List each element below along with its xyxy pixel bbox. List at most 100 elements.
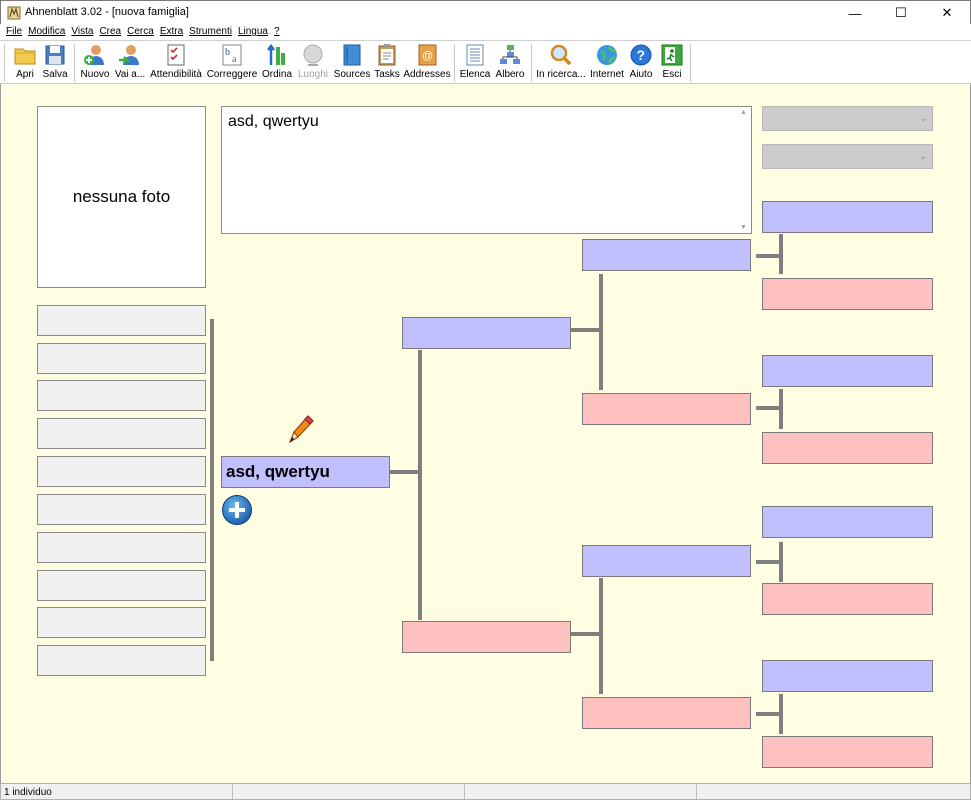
menu-modifica[interactable]: Modifica — [28, 26, 66, 37]
places-button[interactable]: Luoghi — [297, 42, 329, 84]
child-slot[interactable] — [37, 494, 206, 525]
mother-box[interactable] — [402, 621, 571, 653]
great-grandmother-box[interactable] — [762, 432, 933, 464]
svg-text:a: a — [232, 54, 237, 65]
internet-globe-icon — [597, 45, 617, 65]
scroll-up-icon[interactable]: ▲ — [740, 109, 747, 116]
great-grandmother-box[interactable] — [762, 583, 933, 615]
tasks-label: Tasks — [374, 69, 400, 80]
menu-strumenti[interactable]: Strumenti — [189, 26, 232, 37]
new-label: Nuovo — [80, 69, 110, 80]
connector-line — [599, 274, 603, 390]
add-person-icon — [84, 45, 104, 65]
status-divider — [232, 784, 233, 799]
open-button[interactable]: Apri — [12, 42, 38, 84]
person-box-main[interactable]: asd, qwertyu — [221, 456, 390, 488]
save-button[interactable]: Salva — [42, 42, 68, 84]
notes-text: asd, qwertyu — [228, 113, 319, 130]
connector-line — [779, 389, 783, 429]
toolbar-separator — [690, 44, 691, 82]
add-person-icon[interactable] — [221, 494, 253, 526]
tasks-button[interactable]: Tasks — [374, 42, 400, 84]
exit-label: Esci — [662, 69, 682, 80]
child-slot[interactable] — [37, 607, 206, 638]
checklist-icon — [167, 44, 185, 66]
menu-crea[interactable]: Crea — [99, 26, 122, 37]
notes-field[interactable]: asd, qwertyu ▲ ▼ — [221, 106, 752, 234]
toolbar-separator — [454, 44, 455, 82]
exit-button[interactable]: Esci — [659, 42, 685, 84]
paternal-grandmother-box[interactable] — [582, 393, 751, 425]
connector-line — [599, 578, 603, 694]
menu-vista[interactable]: Vista — [71, 26, 94, 37]
list-label: Elenca — [459, 69, 491, 80]
great-grandfather-box[interactable] — [762, 506, 933, 538]
child-slot[interactable] — [37, 343, 206, 374]
maternal-grandfather-box[interactable] — [582, 545, 751, 577]
reliability-button[interactable]: Attendibilità — [150, 42, 202, 84]
child-slot[interactable] — [37, 532, 206, 563]
goto-button[interactable]: Vai a... — [115, 42, 145, 84]
menu-lingua[interactable]: Lingua — [237, 26, 268, 37]
connector-line — [390, 470, 418, 474]
scroll-down-icon[interactable]: ▼ — [740, 224, 747, 231]
great-grandfather-box[interactable] — [762, 201, 933, 233]
tree-label: Albero — [495, 69, 525, 80]
sources-button[interactable]: Sources — [333, 42, 371, 84]
status-divider — [464, 784, 465, 799]
connector-line — [756, 712, 780, 716]
connector-line — [756, 406, 780, 410]
minimize-button[interactable]: — — [848, 5, 862, 21]
father-box[interactable] — [402, 317, 571, 349]
child-slot[interactable] — [37, 380, 206, 411]
magnifier-icon — [550, 44, 572, 66]
great-grandfather-box[interactable] — [762, 355, 933, 387]
list-button[interactable]: Elenca — [460, 42, 490, 84]
great-grandmother-box[interactable] — [762, 278, 933, 310]
help-icon: ? — [630, 44, 652, 66]
close-button[interactable]: ✕ — [941, 5, 953, 20]
address-book-icon: @ — [418, 44, 437, 66]
help-button[interactable]: ? Aiuto — [628, 42, 654, 84]
child-slot[interactable] — [37, 456, 206, 487]
sources-label: Sources — [333, 69, 371, 80]
research-button[interactable]: In ricerca... — [536, 42, 586, 84]
folder-icon — [14, 48, 36, 65]
goto-label: Vai a... — [114, 69, 146, 80]
connector-line — [779, 234, 783, 274]
great-grandmother-box[interactable] — [762, 736, 933, 768]
family-select-2[interactable]: ⌄ — [762, 144, 933, 169]
new-person-button[interactable]: Nuovo — [79, 42, 111, 84]
menu-bar: File Modifica Vista Crea Cerca Extra Str… — [0, 24, 971, 40]
menu-file[interactable]: File — [6, 26, 23, 37]
menu-extra[interactable]: Extra — [159, 26, 184, 37]
child-slot[interactable] — [37, 570, 206, 601]
connector-line — [571, 328, 599, 332]
child-slot[interactable] — [37, 305, 206, 336]
edit-pencil-icon[interactable] — [286, 412, 314, 446]
maternal-grandmother-box[interactable] — [582, 697, 751, 729]
window-title: Ahnenblatt 3.02 - [nuova famiglia] — [25, 6, 189, 18]
child-slot[interactable] — [37, 418, 206, 449]
child-slot[interactable] — [37, 645, 206, 676]
paternal-grandfather-box[interactable] — [582, 239, 751, 271]
internet-button[interactable]: Internet — [590, 42, 624, 84]
app-icon — [7, 6, 21, 20]
clipboard-icon — [378, 44, 396, 66]
person-name: asd, qwertyu — [226, 462, 330, 481]
save-label: Salva — [42, 69, 68, 80]
maximize-button[interactable]: ☐ — [895, 5, 907, 20]
photo-placeholder[interactable]: nessuna foto — [37, 106, 206, 288]
title-bar: Ahnenblatt 3.02 - [nuova famiglia] — ☐ ✕ — [0, 0, 971, 24]
family-select-1[interactable]: ⌄ — [762, 106, 933, 131]
great-grandfather-box[interactable] — [762, 660, 933, 692]
connector-line — [779, 694, 783, 734]
sort-button[interactable]: Ordina — [262, 42, 292, 84]
internet-label: Internet — [590, 69, 624, 80]
notes-scrollbar[interactable]: ▲ ▼ — [738, 107, 751, 233]
menu-cerca[interactable]: Cerca — [127, 26, 154, 37]
tree-button[interactable]: Albero — [494, 42, 526, 84]
addresses-button[interactable]: @ Addresses — [403, 42, 451, 84]
menu-help[interactable]: ? — [273, 26, 280, 37]
